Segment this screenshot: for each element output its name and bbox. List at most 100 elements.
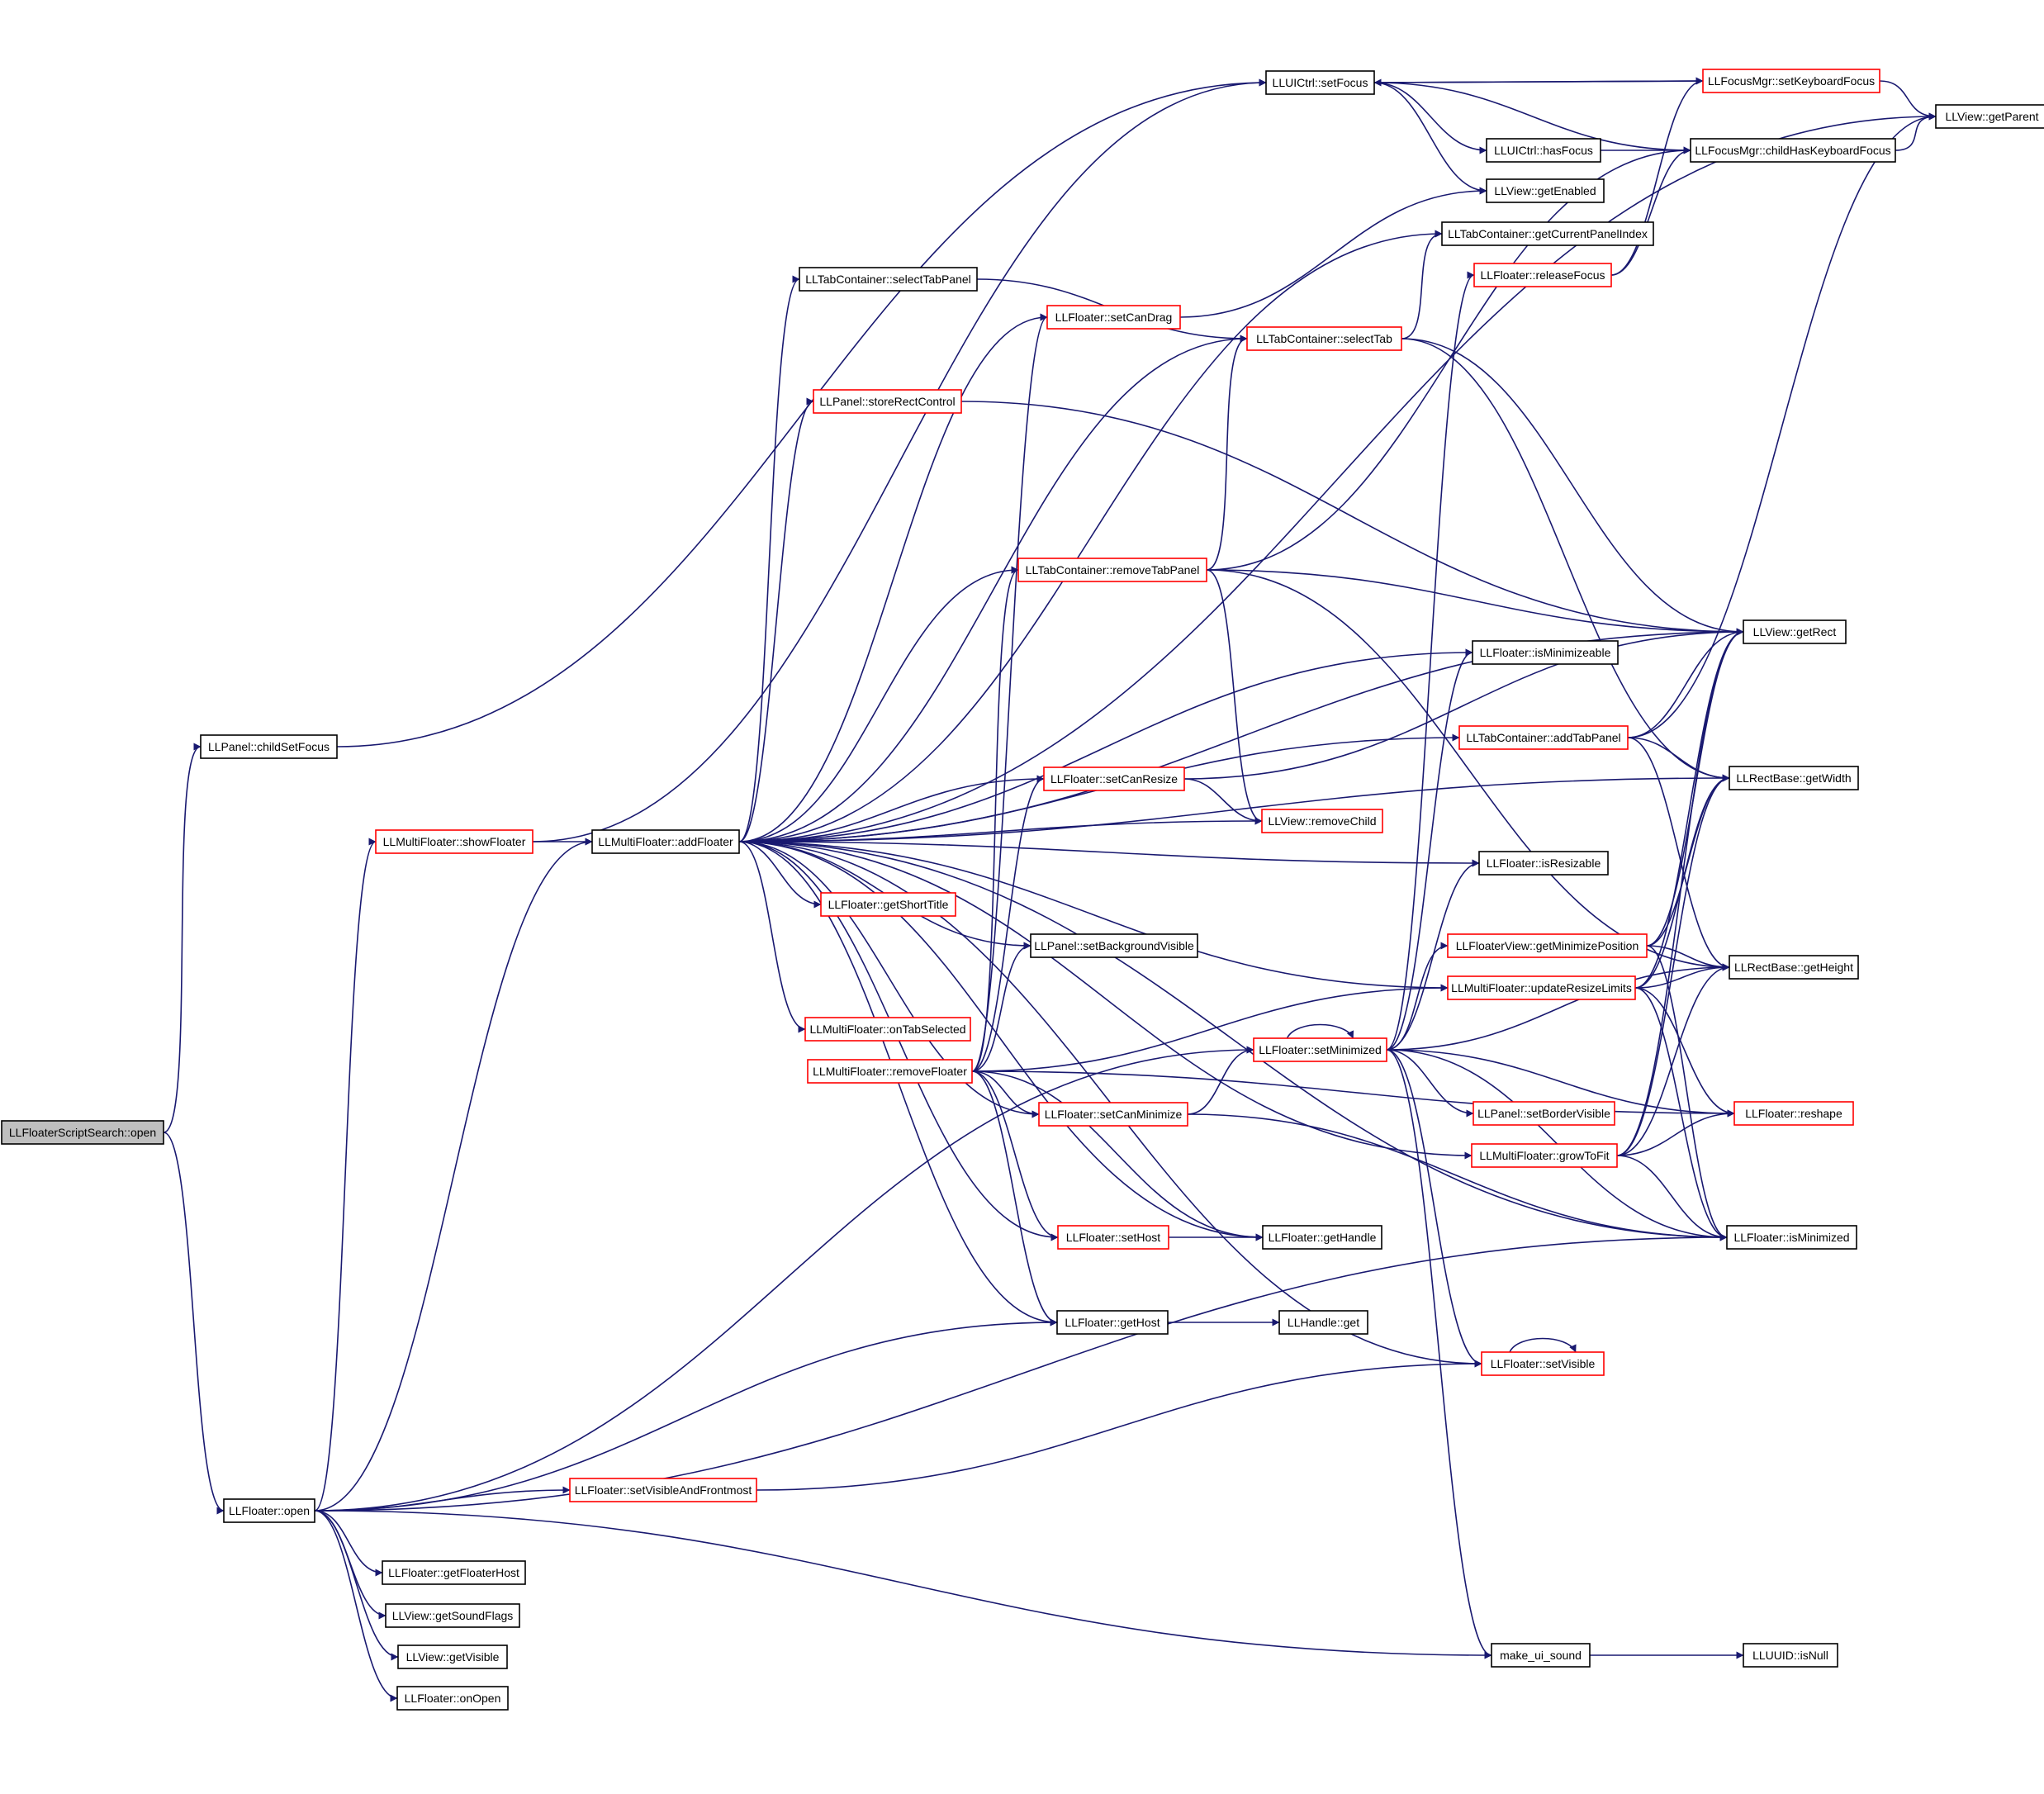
graph-node-llfloater-releasefocus[interactable]: LLFloater::releaseFocus — [1473, 263, 1612, 287]
node-box[interactable] — [1733, 1101, 1854, 1126]
graph-node-llfloaterview-getminimizeposition[interactable]: LLFloaterView::getMinimizePosition — [1447, 933, 1648, 958]
node-box[interactable] — [1486, 178, 1605, 203]
node-box[interactable] — [1046, 305, 1181, 330]
node-box[interactable] — [1246, 326, 1402, 351]
graph-node-llfloater-open[interactable]: LLFloater::open — [223, 1498, 315, 1523]
graph-node-llpanel-setbackgroundvisible[interactable]: LLPanel::setBackgroundVisible — [1030, 933, 1198, 958]
graph-node-llfloater-isresizable[interactable]: LLFloater::isResizable — [1478, 851, 1609, 876]
node-box[interactable] — [397, 1644, 508, 1669]
graph-node-llfloater-getfloaterhost[interactable]: LLFloater::getFloaterHost — [382, 1560, 526, 1585]
graph-node-llrectbase-getwidth[interactable]: LLRectBase::getWidth — [1729, 766, 1859, 790]
graph-node-llfloater-setvisible[interactable]: LLFloater::setVisible — [1481, 1351, 1605, 1376]
graph-node-lluictrl-hasfocus[interactable]: LLUICtrl::hasFocus — [1486, 138, 1601, 163]
node-box[interactable] — [1, 1120, 164, 1145]
node-box[interactable] — [1447, 933, 1648, 958]
graph-node-llview-getsoundflags[interactable]: LLView::getSoundFlags — [385, 1603, 520, 1628]
graph-node-llfloaterscriptsearch-open[interactable]: LLFloaterScriptSearch::open — [1, 1120, 164, 1145]
graph-node-llfloater-setvisibleandfrontmost[interactable]: LLFloater::setVisibleAndFrontmost — [569, 1478, 757, 1502]
graph-node-llview-getparent[interactable]: LLView::getParent — [1935, 104, 2044, 129]
graph-node-llfloater-gethost[interactable]: LLFloater::getHost — [1056, 1310, 1169, 1335]
node-box[interactable] — [813, 389, 962, 414]
node-box[interactable] — [1478, 851, 1609, 876]
node-box[interactable] — [804, 1017, 971, 1042]
graph-node-llfloater-setcanminimize[interactable]: LLFloater::setCanMinimize — [1038, 1102, 1188, 1127]
graph-node-llfloater-reshape[interactable]: LLFloater::reshape — [1733, 1101, 1854, 1126]
node-box[interactable] — [396, 1686, 509, 1711]
node-box[interactable] — [1472, 640, 1619, 665]
graph-node-llfloater-setcandrag[interactable]: LLFloater::setCanDrag — [1046, 305, 1181, 330]
graph-node-llview-removechild[interactable]: LLView::removeChild — [1261, 809, 1383, 833]
graph-node-llview-getenabled[interactable]: LLView::getEnabled — [1486, 178, 1605, 203]
node-box[interactable] — [1441, 221, 1654, 246]
node-box[interactable] — [223, 1498, 315, 1523]
graph-node-llhandle-get[interactable]: LLHandle::get — [1278, 1310, 1368, 1335]
graph-node-llview-getrect[interactable]: LLView::getRect — [1743, 619, 1847, 644]
node-box[interactable] — [1471, 1143, 1618, 1168]
node-box[interactable] — [1043, 766, 1185, 791]
node-box[interactable] — [1278, 1310, 1368, 1335]
node-box[interactable] — [1473, 263, 1612, 287]
graph-node-llmultifloater-ontabselected[interactable]: LLMultiFloater::onTabSelected — [804, 1017, 971, 1042]
node-box[interactable] — [569, 1478, 757, 1502]
node-box[interactable] — [1702, 69, 1880, 93]
graph-node-llmultifloater-addfloater[interactable]: LLMultiFloater::addFloater — [591, 829, 740, 854]
graph-node-llpanel-storerectcontrol[interactable]: LLPanel::storeRectControl — [813, 389, 962, 414]
node-box[interactable] — [1458, 725, 1629, 750]
graph-node-llrectbase-getheight[interactable]: LLRectBase::getHeight — [1729, 955, 1859, 980]
node-box[interactable] — [1265, 70, 1375, 95]
node-box[interactable] — [1253, 1037, 1387, 1062]
node-box[interactable] — [1057, 1225, 1169, 1250]
node-box[interactable] — [1491, 1643, 1591, 1668]
node-box[interactable] — [1935, 104, 2044, 129]
node-box[interactable] — [820, 892, 956, 917]
graph-node-llfloater-onopen[interactable]: LLFloater::onOpen — [396, 1686, 509, 1711]
node-box[interactable] — [799, 267, 978, 292]
node-box[interactable] — [1743, 1643, 1838, 1668]
graph-node-llfloater-setcanresize[interactable]: LLFloater::setCanResize — [1043, 766, 1185, 791]
node-box[interactable] — [1038, 1102, 1188, 1127]
graph-node-lltabcontainer-getcurrentpanelindex[interactable]: LLTabContainer::getCurrentPanelIndex — [1441, 221, 1654, 246]
graph-node-lltabcontainer-addtabpanel[interactable]: LLTabContainer::addTabPanel — [1458, 725, 1629, 750]
graph-node-lluictrl-setfocus[interactable]: LLUICtrl::setFocus — [1265, 70, 1375, 95]
node-box[interactable] — [200, 734, 338, 759]
graph-node-llfloater-gethandle[interactable]: LLFloater::getHandle — [1262, 1225, 1382, 1250]
node-box[interactable] — [591, 829, 740, 854]
graph-node-lltabcontainer-selecttabpanel[interactable]: LLTabContainer::selectTabPanel — [799, 267, 978, 292]
graph-node-llpanel-setbordervisible[interactable]: LLPanel::setBorderVisible — [1473, 1101, 1615, 1126]
node-box[interactable] — [1030, 933, 1198, 958]
node-box[interactable] — [1729, 766, 1859, 790]
graph-node-lluuid-isnull[interactable]: LLUUID::isNull — [1743, 1643, 1838, 1668]
node-box[interactable] — [1056, 1310, 1169, 1335]
node-box[interactable] — [1481, 1351, 1605, 1376]
graph-node-llfocusmgr-childhaskeyboardfocus[interactable]: LLFocusMgr::childHasKeyboardFocus — [1690, 138, 1896, 163]
node-box[interactable] — [1261, 809, 1383, 833]
graph-node-llfloater-isminimized[interactable]: LLFloater::isMinimized — [1726, 1225, 1857, 1250]
node-box[interactable] — [1017, 558, 1207, 582]
graph-node-llview-getvisible[interactable]: LLView::getVisible — [397, 1644, 508, 1669]
graph-node-llmultifloater-growtofit[interactable]: LLMultiFloater::growToFit — [1471, 1143, 1618, 1168]
node-box[interactable] — [1486, 138, 1601, 163]
node-box[interactable] — [1473, 1101, 1615, 1126]
node-box[interactable] — [1743, 619, 1847, 644]
node-box[interactable] — [807, 1059, 973, 1084]
graph-node-llfloater-sethost[interactable]: LLFloater::setHost — [1057, 1225, 1169, 1250]
node-box[interactable] — [1729, 955, 1859, 980]
graph-node-lltabcontainer-selecttab[interactable]: LLTabContainer::selectTab — [1246, 326, 1402, 351]
graph-node-make-ui-sound[interactable]: make_ui_sound — [1491, 1643, 1591, 1668]
graph-node-llmultifloater-updateresizelimits[interactable]: LLMultiFloater::updateResizeLimits — [1447, 975, 1636, 1000]
node-box[interactable] — [385, 1603, 520, 1628]
graph-node-llfloater-isminimizeable[interactable]: LLFloater::isMinimizeable — [1472, 640, 1619, 665]
graph-node-llfloater-setminimized[interactable]: LLFloater::setMinimized — [1253, 1037, 1387, 1062]
node-box[interactable] — [1690, 138, 1896, 163]
graph-node-llmultifloater-removefloater[interactable]: LLMultiFloater::removeFloater — [807, 1059, 973, 1084]
node-box[interactable] — [375, 829, 534, 854]
node-box[interactable] — [1262, 1225, 1382, 1250]
node-box[interactable] — [382, 1560, 526, 1585]
graph-node-lltabcontainer-removetabpanel[interactable]: LLTabContainer::removeTabPanel — [1017, 558, 1207, 582]
graph-node-llmultifloater-showfloater[interactable]: LLMultiFloater::showFloater — [375, 829, 534, 854]
graph-node-llfocusmgr-setkeyboardfocus[interactable]: LLFocusMgr::setKeyboardFocus — [1702, 69, 1880, 93]
graph-node-llpanel-childsetfocus[interactable]: LLPanel::childSetFocus — [200, 734, 338, 759]
node-box[interactable] — [1447, 975, 1636, 1000]
graph-node-llfloater-getshorttitle[interactable]: LLFloater::getShortTitle — [820, 892, 956, 917]
node-box[interactable] — [1726, 1225, 1857, 1250]
